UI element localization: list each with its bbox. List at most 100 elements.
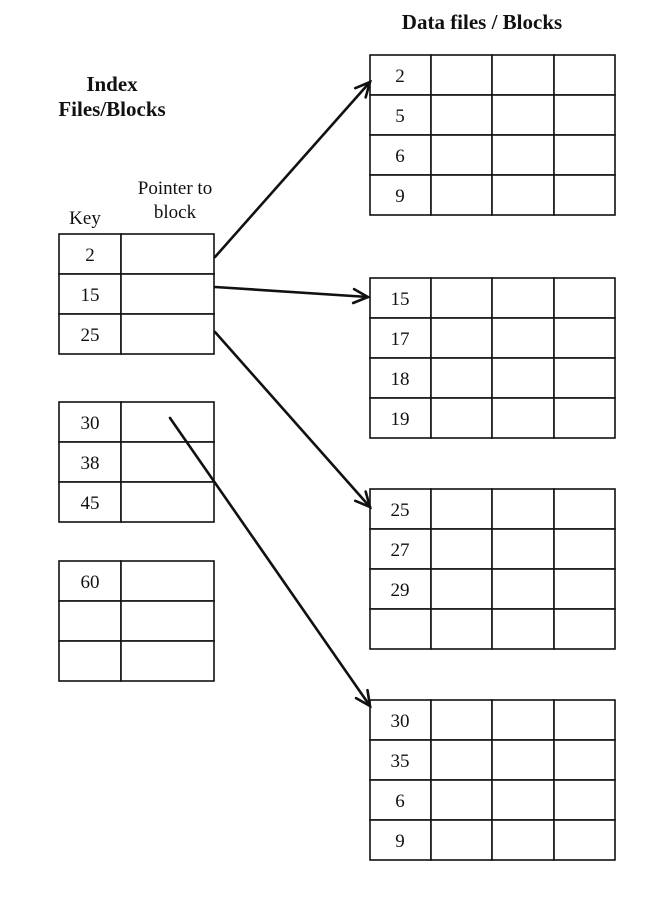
index-key-text: 15: [81, 285, 100, 306]
index-key-text: 2: [85, 245, 95, 266]
data-key-text: 17: [391, 329, 410, 350]
index-pointer-cell: [120, 441, 215, 483]
data-row: 6: [369, 134, 616, 176]
data-field-cell: [553, 568, 616, 610]
data-key-text: 15: [391, 289, 410, 310]
data-field-cell: [491, 134, 555, 176]
data-field-cell: [553, 528, 616, 570]
index-key-text: 60: [81, 572, 100, 593]
data-field-cell: [430, 317, 493, 359]
data-field-cell: [430, 94, 493, 136]
data-block: 25 27 29: [369, 488, 616, 650]
data-row: 2: [369, 54, 616, 96]
data-field-cell: [491, 779, 555, 821]
data-row: 17: [369, 317, 616, 359]
arrow-head: [354, 688, 372, 709]
data-key-cell: [369, 54, 432, 96]
data-key-text: 27: [391, 540, 410, 561]
index-key-cell: [58, 600, 122, 642]
data-key-text: 2: [395, 66, 405, 87]
data-field-cell: [430, 134, 493, 176]
pointer-arrow: [213, 79, 372, 259]
index-row: 25: [58, 313, 215, 355]
index-block: 30 38 45: [58, 401, 215, 523]
data-field-cell: [430, 54, 493, 96]
data-row: 15: [369, 277, 616, 319]
index-row: 38: [58, 441, 215, 483]
arrow-shaft: [213, 80, 372, 259]
index-pointer-cell: [120, 481, 215, 523]
data-key-cell: [369, 568, 432, 610]
data-key-text: 30: [391, 711, 410, 732]
index-pointer-cell: [120, 640, 215, 682]
index-pointer-cell: [120, 560, 215, 602]
index-key-cell: [58, 560, 122, 602]
arrow-shaft: [213, 330, 372, 509]
index-row: 15: [58, 273, 215, 315]
index-pointer-cell: [120, 401, 215, 443]
data-field-cell: [491, 528, 555, 570]
index-blocks: 2 15 25 30 38 45 60: [58, 233, 215, 682]
index-pointer-cell: [120, 233, 215, 275]
index-key-cell: [58, 313, 122, 355]
data-field-cell: [430, 277, 493, 319]
arrow-shaft: [213, 285, 370, 299]
index-title-line1: Index: [86, 72, 138, 96]
data-key-text: 6: [395, 146, 405, 167]
data-row: 19: [369, 397, 616, 439]
index-key-cell: [58, 233, 122, 275]
data-field-cell: [430, 488, 493, 530]
data-key-cell: [369, 317, 432, 359]
data-field-cell: [553, 779, 616, 821]
data-field-cell: [491, 54, 555, 96]
data-field-cell: [491, 357, 555, 399]
pointer-arrow: [168, 416, 372, 709]
data-field-cell: [491, 317, 555, 359]
data-field-cell: [491, 819, 555, 861]
index-row: [58, 640, 215, 682]
data-key-cell: [369, 134, 432, 176]
data-field-cell: [553, 608, 616, 650]
data-field-cell: [491, 739, 555, 781]
data-field-cell: [553, 54, 616, 96]
pointer-arrow: [213, 285, 371, 305]
data-field-cell: [491, 608, 555, 650]
index-key-text: 45: [81, 493, 100, 514]
data-field-cell: [430, 528, 493, 570]
index-row: [58, 600, 215, 642]
data-field-cell: [553, 317, 616, 359]
data-field-cell: [553, 819, 616, 861]
data-key-cell: [369, 528, 432, 570]
data-row: 9: [369, 174, 616, 216]
data-field-cell: [553, 277, 616, 319]
data-field-cell: [430, 819, 493, 861]
data-files-title: Data files / Blocks: [402, 10, 562, 34]
data-field-cell: [430, 568, 493, 610]
data-key-text: 29: [391, 580, 410, 601]
data-block: 15 17 18 19: [369, 277, 616, 439]
index-pointer-cell: [120, 313, 215, 355]
pointer-arrow: [213, 330, 372, 510]
data-row: 27: [369, 528, 616, 570]
data-field-cell: [491, 94, 555, 136]
data-field-cell: [553, 174, 616, 216]
data-key-text: 19: [391, 409, 410, 430]
arrow-head: [353, 79, 372, 99]
index-row: 30: [58, 401, 215, 443]
pointer-column-label-line1: Pointer to: [138, 178, 212, 199]
data-key-text: 18: [391, 369, 410, 390]
data-field-cell: [491, 568, 555, 610]
data-field-cell: [553, 357, 616, 399]
index-row: 2: [58, 233, 215, 275]
data-row: 6: [369, 779, 616, 821]
data-row: 25: [369, 488, 616, 530]
index-key-text: 38: [81, 453, 100, 474]
index-key-cell: [58, 481, 122, 523]
index-block: 60: [58, 560, 215, 682]
data-row: 30: [369, 699, 616, 741]
index-key-text: 25: [81, 325, 100, 346]
data-field-cell: [430, 174, 493, 216]
